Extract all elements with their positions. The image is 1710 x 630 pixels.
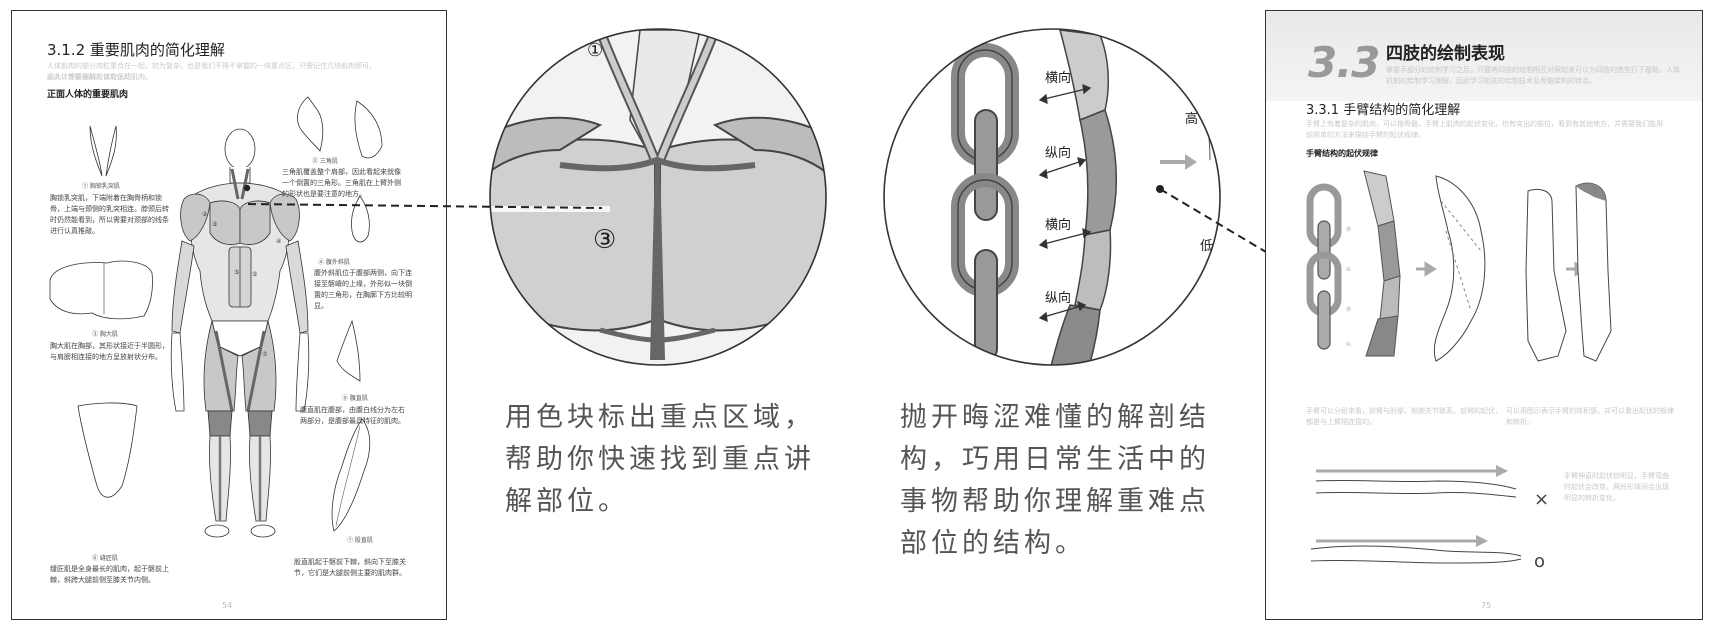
note-5-label: ⑤ 腹直肌 — [342, 395, 368, 402]
chapter-number: 3.3 — [1308, 38, 1380, 87]
note-5-text: 腹直肌在腹部，由腹白线分为左右两部分，是腹部最具特征的肌肉。 — [300, 406, 405, 425]
chain-zoom-circle — [884, 29, 1220, 365]
svg-text:横: 横 — [1346, 306, 1351, 313]
zoom-marker-3: ③ — [593, 225, 616, 255]
chapter-title: 四肢的绘制表现 — [1386, 44, 1505, 64]
svg-text:④: ④ — [276, 238, 281, 245]
svg-text:⑤: ⑤ — [234, 269, 239, 276]
note-4-text: 腹外斜肌位于腹部两侧，向下连接至髂嵴的上缘，外形似一块倒置的三角形，在胸廓下方比… — [314, 269, 412, 310]
subheading: 正面人体的重要肌肉 — [47, 90, 129, 100]
note-4-label: ④ 腹外斜肌 — [318, 259, 350, 266]
wrong-mark: × — [1534, 489, 1550, 510]
svg-text:⑤: ⑤ — [252, 271, 257, 278]
note-7-label: ⑦ 股直肌 — [347, 537, 373, 544]
note-1-text: 胸锁乳突肌，下端附着在胸骨柄和锁骨，上端与颈侧的乳突相连。脖颈后转时仍然能看到，… — [50, 194, 169, 235]
bottom-note-1: 手臂可以分段来看，前臂与肘部，和腕关节联系。前臂的起伏，都是与上臂相连接的。 — [1306, 407, 1502, 426]
caption-right: 抛开晦涩难懂的解剖结 构，巧用日常生活中的 事物帮助你理解重难点 部位的结构。 — [900, 397, 1210, 565]
caption-right-line-2: 构，巧用日常生活中的 — [900, 444, 1210, 475]
intro-text-2: 及人体外轮廓的起伏变化的肌肉。 — [47, 73, 152, 81]
zoom-anchor-dot — [243, 184, 251, 192]
zoom-marker-1: ① — [587, 40, 603, 61]
muscle-figure-illustration: ③ ④ ⑤ ⑤ ② ⑦ — [49, 96, 383, 538]
chain-label-2: 纵向 — [1045, 145, 1071, 161]
page-number: 54 — [222, 601, 233, 610]
svg-text:纵: 纵 — [1346, 342, 1351, 348]
note-2-label: ② 三角肌 — [312, 158, 338, 165]
caption-left-line-2: 帮助你快速找到重点讲 — [505, 444, 815, 475]
chapter-header-band — [1266, 11, 1702, 101]
side-label-low: 低 — [1200, 239, 1213, 254]
human-figure — [170, 128, 310, 538]
section-intro: 手臂上有着复杂的肌肉，可以按骨骼，手臂上肌肉的起伏变化，也有突出的部位，看到有其… — [1306, 120, 1663, 139]
chain-label-4: 纵向 — [1045, 290, 1071, 306]
chapter-intro: 掌握手部分的绘制学习之后，只要将四肢的绘制相互对照起来可以为四肢的造型打下基础，… — [1386, 66, 1680, 85]
right-book-page: 3.3 四肢的绘制表现 掌握手部分的绘制学习之后，只要将四肢的绘制相互对照起来可… — [1265, 10, 1703, 620]
svg-text:纵: 纵 — [1346, 267, 1351, 273]
note-3-text: 胸大肌在胸部，其形状接近于半圆形，与肩膀相连接的地方呈放射状分布。 — [50, 342, 169, 361]
note-1-label: ① 胸锁乳突肌 — [82, 183, 120, 190]
svg-text:②: ② — [202, 211, 208, 218]
section-title: 3.3.1 手臂结构的简化理解 — [1306, 103, 1461, 118]
caption-left-line-1: 用色块标出重点区域， — [505, 402, 815, 433]
note-6-label: ⑥ 缝匠肌 — [92, 555, 118, 562]
svg-text:⑦: ⑦ — [262, 351, 268, 358]
note-6-text: 缝匠肌是全身最长的肌肉，起于髂前上棘，斜跨大腿前侧至膝关节内侧。 — [50, 565, 169, 584]
subheading: 手臂结构的起伏规律 — [1306, 149, 1378, 158]
note-2-text: 三角肌覆盖整个肩部，因此看起来就像一个倒置的三角形。三角肌在上臂外侧的形状也是要… — [282, 168, 401, 198]
chest-zoom-circle — [490, 29, 826, 365]
left-book-page: 3.1.2 重要肌肉的简化理解 人体肌肉的部分肉粒重合在一起，较为复杂，也是我们… — [11, 10, 447, 620]
correct-mark: o — [1534, 551, 1546, 572]
svg-text:③: ③ — [212, 221, 217, 228]
bottom-note-2: 可以用图示表示手臂的体积感，并可以看出起伏的规律和转折。 — [1506, 407, 1674, 426]
chain-label-3: 横向 — [1045, 217, 1071, 233]
side-label-high: 高 — [1185, 111, 1198, 127]
caption-right-line-1: 抛开晦涩难懂的解剖结 — [900, 402, 1210, 433]
caption-left-line-3: 解部位。 — [505, 486, 629, 517]
side-note: 手臂伸直时起伏较明显，手臂弯曲时起伏会改变，两段形体间会出现明显的转折变化。 — [1564, 472, 1669, 502]
caption-right-line-3: 事物帮助你理解重难点 — [900, 486, 1210, 517]
note-7-text: 股直肌起于髂前下棘，斜向下至膝关节，它们是大腿前侧主要的肌肉群。 — [294, 558, 406, 577]
svg-text:横: 横 — [1346, 226, 1351, 233]
intro-text: 人体肌肉的部分肉粒重合在一起，较为复杂，也是我们不得不掌握的一块重点区，只需记住… — [47, 62, 376, 81]
caption-left: 用色块标出重点区域， 帮助你快速找到重点讲 解部位。 — [505, 397, 815, 523]
section-title: 3.1.2 重要肌肉的简化理解 — [47, 41, 225, 59]
page-number: 75 — [1481, 601, 1492, 610]
note-3-label: ③ 胸大肌 — [92, 331, 118, 338]
chain-label-1: 横向 — [1045, 70, 1071, 86]
caption-right-line-4: 部位的结构。 — [900, 528, 1086, 559]
